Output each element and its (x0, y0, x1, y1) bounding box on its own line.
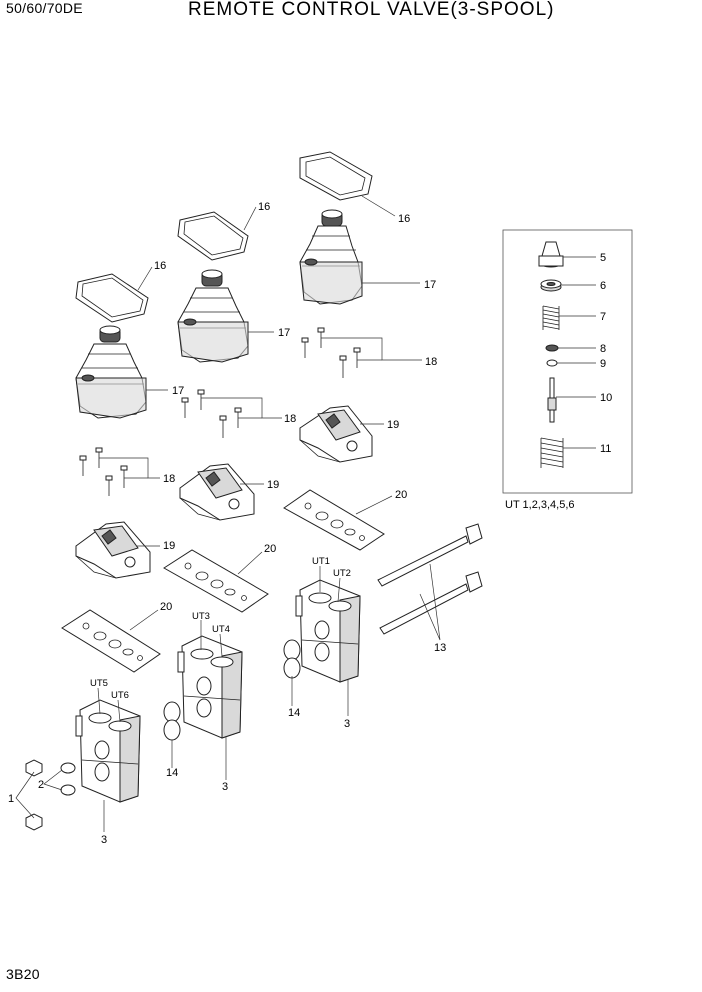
callout-11: 11 (600, 443, 611, 455)
bolt-set-middle (181, 389, 242, 438)
port-label-ut2: UT2 (333, 568, 351, 579)
plate-middle (163, 549, 269, 613)
port-labels: UT1 UT2 UT3 UT4 UT5 UT6 (90, 556, 351, 701)
pusher (538, 241, 564, 268)
callout-14: 14 (166, 767, 178, 779)
callout-18: 18 (284, 413, 296, 425)
washer (545, 344, 559, 352)
plate-upper (283, 489, 385, 551)
cam-plate-middle (179, 463, 255, 521)
spring-large (540, 437, 564, 468)
port-label-ut6: UT6 (111, 690, 129, 701)
callout-2: 2 (38, 779, 44, 791)
callout-16: 16 (154, 260, 166, 272)
bolt-set-lower (79, 447, 128, 496)
callout-10: 10 (600, 392, 612, 404)
callout-20: 20 (160, 601, 172, 613)
callout-20: 20 (264, 543, 276, 555)
port-label-ut1: UT1 (312, 556, 330, 567)
spool (547, 377, 557, 423)
boot-cover-right (299, 209, 363, 305)
callout-labels: 16 16 16 17 17 17 18 18 18 19 19 19 20 2… (8, 201, 612, 846)
plug (540, 279, 562, 292)
page-code: 3B20 (6, 966, 40, 982)
callout-19: 19 (267, 479, 279, 491)
valve-body-right (295, 579, 361, 683)
callout-7: 7 (600, 311, 606, 323)
callout-8: 8 (600, 343, 606, 355)
o-rings-right (283, 639, 301, 679)
gasket-mid (177, 211, 249, 261)
callout-19: 19 (387, 419, 399, 431)
leader-lines (15, 195, 441, 832)
callout-17: 17 (424, 279, 436, 291)
callout-3: 3 (101, 834, 107, 846)
callout-17: 17 (172, 385, 184, 397)
gasket-left (75, 273, 149, 323)
boot-cover-left (75, 325, 147, 419)
callout-6: 6 (600, 280, 606, 292)
cam-plate-upper (299, 405, 373, 463)
callout-16: 16 (258, 201, 270, 213)
inset-caption: UT 1,2,3,4,5,6 (505, 499, 575, 511)
plate-lower (61, 609, 161, 673)
callout-19: 19 (163, 540, 175, 552)
callout-5: 5 (600, 252, 606, 264)
spool-detail-inset (502, 229, 633, 494)
callout-20: 20 (395, 489, 407, 501)
callout-14: 14 (288, 707, 300, 719)
boot-cover-mid (177, 269, 249, 363)
callout-16: 16 (398, 213, 410, 225)
port-label-ut3: UT3 (192, 611, 210, 622)
o-rings-left (163, 701, 181, 741)
callout-9: 9 (600, 358, 606, 370)
port-label-ut5: UT5 (90, 678, 108, 689)
seat (546, 359, 558, 367)
diagram-title: REMOTE CONTROL VALVE(3-SPOOL) (188, 0, 555, 20)
cam-plate-lower (75, 521, 151, 579)
gasket-top-right (299, 151, 373, 201)
nuts-and-plugs (25, 759, 76, 831)
port-label-ut4: UT4 (212, 624, 230, 635)
bolt-set-upper (301, 327, 361, 378)
callout-17: 17 (278, 327, 290, 339)
callout-18: 18 (163, 473, 175, 485)
callout-18: 18 (425, 356, 437, 368)
valve-body-middle (177, 635, 243, 739)
through-bolts (377, 523, 483, 635)
callout-3: 3 (222, 781, 228, 793)
model-code: 50/60/70DE (6, 0, 83, 16)
callout-3: 3 (344, 718, 350, 730)
spring-small (542, 305, 560, 330)
callout-13: 13 (434, 642, 446, 654)
valve-body-left (75, 699, 141, 803)
callout-1: 1 (8, 793, 14, 805)
